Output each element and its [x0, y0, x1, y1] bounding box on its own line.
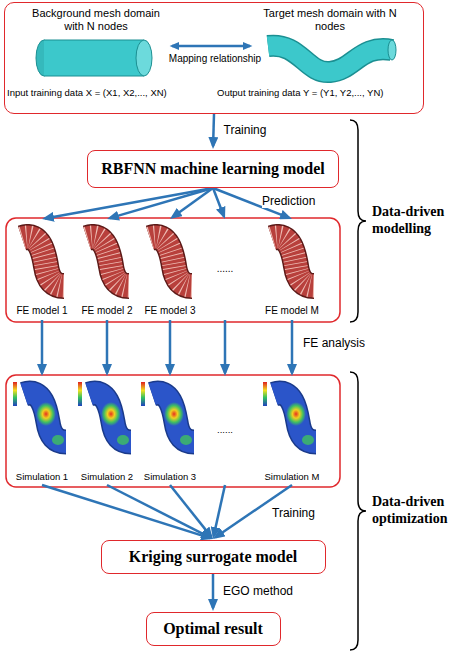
item-caption: Simulation 1 — [16, 471, 68, 482]
flow-arrow — [172, 188, 213, 217]
flow-arrow — [110, 188, 213, 218]
node-text: Target mesh domain with N nodes — [255, 7, 405, 33]
node-text: Kriging surrogate model — [129, 547, 298, 566]
flow-arrow — [214, 485, 225, 536]
group-brace — [350, 372, 366, 650]
fe-model-picture — [272, 237, 314, 286]
node-text: RBFNN machine learning model — [101, 159, 325, 178]
item-caption: ...... — [217, 424, 233, 435]
group-label: Data-driven optimization — [372, 494, 472, 528]
fe-model-item: ...... — [194, 220, 256, 320]
item-caption: Simulation 2 — [81, 471, 133, 482]
flow-arrow — [170, 485, 211, 537]
flow-arrow — [41, 320, 44, 373]
item-caption: FE model 3 — [144, 305, 195, 317]
result-box: Optimal result — [146, 612, 281, 646]
fe-model-item: FE model 3 — [139, 220, 201, 320]
fe-model-picture — [87, 237, 129, 286]
simulation-picture — [13, 382, 66, 445]
edge-label: EGO method — [223, 584, 293, 598]
item-caption: FE model 2 — [81, 305, 132, 317]
flow-arrow — [45, 188, 213, 218]
step-label: Training — [272, 506, 315, 520]
model-box: RBFNN machine learning model — [87, 150, 339, 188]
node-text: Input training data X = (X1, X2,..., XN) — [7, 87, 213, 98]
node-text: Optimal result — [163, 619, 263, 638]
simulation-item: Simulation 3 — [139, 377, 201, 485]
fe-model-item: FE model M — [261, 220, 323, 320]
simulation-item: ...... — [194, 377, 256, 485]
simulation-picture — [263, 382, 316, 445]
flow-arrow — [224, 320, 227, 373]
simulation-item: Simulation 2 — [76, 377, 138, 485]
node-text: Background mesh domain with N nodes — [21, 7, 171, 33]
item-caption: FE model 1 — [16, 305, 67, 317]
item-caption: Simulation M — [265, 471, 320, 482]
step-label: Prediction — [262, 194, 315, 208]
fe-model-picture — [150, 237, 192, 286]
fe-model-item: FE model 2 — [76, 220, 138, 320]
simulation-picture — [141, 382, 194, 445]
simulation-item: Simulation M — [261, 377, 323, 485]
mapping-arrow — [172, 45, 250, 48]
simulation-item: Simulation 1 — [11, 377, 73, 485]
flow-arrow — [291, 320, 294, 373]
model-box: Kriging surrogate model — [101, 540, 326, 574]
group-label: Data-driven modelling — [372, 204, 472, 238]
flow-arrow — [212, 114, 215, 146]
fe-model-panel — [6, 218, 340, 322]
flow-arrow — [107, 485, 210, 538]
curved-tube-mesh — [268, 40, 396, 72]
item-caption: FE model M — [265, 305, 319, 317]
simulation-panel — [6, 375, 340, 487]
node-text: Output training data Y = (Y1, Y2,..., YN… — [217, 87, 421, 98]
fe-model-picture — [22, 237, 64, 286]
node-text: Mapping relationship — [155, 53, 275, 65]
step-label: FE analysis — [303, 336, 365, 350]
flow-arrow — [169, 320, 172, 373]
simulation-picture — [78, 382, 131, 445]
flow-arrow — [212, 574, 215, 608]
edge-label: Training — [224, 123, 267, 137]
training-data-box: Background mesh domain with N nodesMappi… — [4, 2, 424, 114]
group-brace — [350, 120, 366, 322]
fe-model-item: FE model 1 — [11, 220, 73, 320]
cylinder-mesh — [36, 40, 152, 76]
item-caption: ...... — [217, 263, 234, 275]
flow-arrow — [106, 320, 109, 373]
flow-arrow — [42, 485, 210, 538]
item-caption: Simulation 3 — [144, 471, 196, 482]
